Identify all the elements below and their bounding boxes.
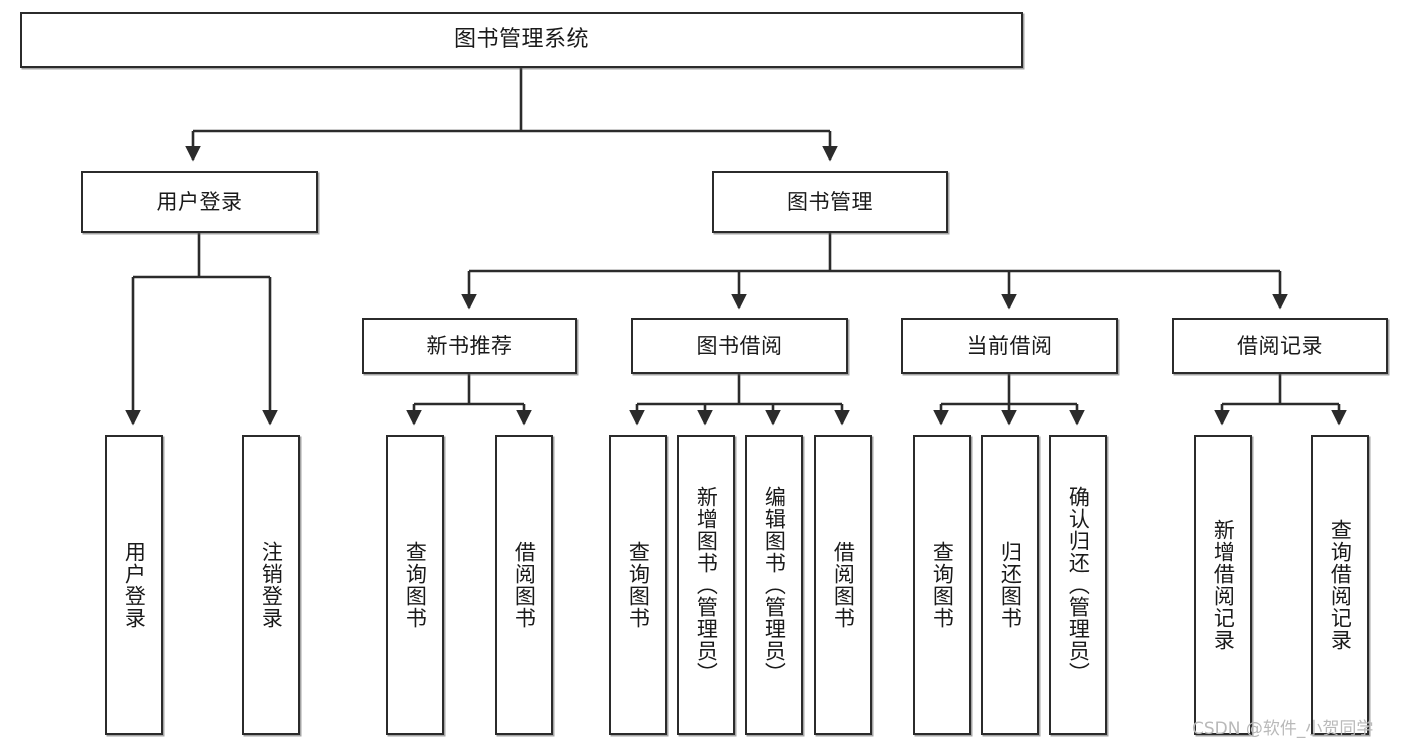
node-root-label: 图书管理系统 — [453, 27, 589, 53]
csdn-watermark: CSDN @软件_小贺同学 — [1192, 719, 1374, 739]
node-current-borrow[interactable]: 当前借阅 — [901, 318, 1118, 374]
node-book-borrow[interactable]: 图书借阅 — [631, 318, 848, 374]
node-current-borrow-label: 当前借阅 — [966, 333, 1053, 358]
node-new-book-recommend[interactable]: 新书推荐 — [362, 318, 577, 374]
node-book-manage-label: 图书管理 — [787, 189, 873, 214]
leaf-add-record-label: 新增借阅记录 — [1211, 519, 1236, 651]
node-book-manage[interactable]: 图书管理 — [712, 171, 948, 233]
leaf-edit-book-label: 编辑图书（管理员） — [762, 486, 787, 684]
leaf-query-book-3-label: 查询图书 — [930, 541, 955, 629]
node-root[interactable]: 图书管理系统 — [20, 12, 1023, 68]
leaf-borrow-book-1-label: 借阅图书 — [512, 541, 537, 629]
leaf-borrow-book-2-label: 借阅图书 — [831, 541, 856, 629]
leaf-return-book[interactable]: 归还图书 — [981, 435, 1039, 735]
leaf-add-book-label: 新增图书（管理员） — [694, 486, 719, 684]
node-user-login[interactable]: 用户登录 — [81, 171, 318, 233]
leaf-add-record[interactable]: 新增借阅记录 — [1194, 435, 1252, 735]
leaf-confirm-return[interactable]: 确认归还（管理员） — [1049, 435, 1107, 735]
leaf-query-book-2[interactable]: 查询图书 — [609, 435, 667, 735]
leaf-borrow-book-1[interactable]: 借阅图书 — [495, 435, 553, 735]
leaf-borrow-book-2[interactable]: 借阅图书 — [814, 435, 872, 735]
leaf-query-book-3[interactable]: 查询图书 — [913, 435, 971, 735]
leaf-logout-login[interactable]: 注销登录 — [242, 435, 300, 735]
node-user-login-label: 用户登录 — [156, 189, 243, 214]
leaf-query-book-1[interactable]: 查询图书 — [386, 435, 444, 735]
leaf-add-book[interactable]: 新增图书（管理员） — [677, 435, 735, 735]
node-borrow-record-label: 借阅记录 — [1237, 333, 1323, 358]
node-new-book-recommend-label: 新书推荐 — [426, 333, 513, 358]
leaf-return-book-label: 归还图书 — [998, 541, 1023, 629]
node-borrow-record[interactable]: 借阅记录 — [1172, 318, 1388, 374]
leaf-edit-book[interactable]: 编辑图书（管理员） — [745, 435, 803, 735]
leaf-query-record[interactable]: 查询借阅记录 — [1311, 435, 1369, 735]
node-book-borrow-label: 图书借阅 — [696, 333, 783, 358]
leaf-query-book-2-label: 查询图书 — [626, 541, 651, 629]
leaf-query-book-1-label: 查询图书 — [403, 541, 428, 629]
leaf-user-login-label: 用户登录 — [122, 541, 147, 629]
leaf-query-record-label: 查询借阅记录 — [1328, 519, 1353, 651]
leaf-logout-login-label: 注销登录 — [259, 541, 284, 629]
leaf-confirm-return-label: 确认归还（管理员） — [1066, 486, 1091, 684]
leaf-user-login[interactable]: 用户登录 — [105, 435, 163, 735]
